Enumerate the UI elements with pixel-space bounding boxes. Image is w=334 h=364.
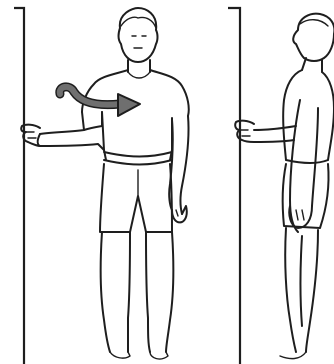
side-torso (283, 70, 334, 163)
door-frame-left (14, 8, 24, 364)
front-view-panel (14, 8, 189, 364)
front-shorts (100, 164, 172, 232)
door-frame-right (228, 8, 240, 364)
side-legs (280, 228, 318, 359)
rotation-arrow-icon (60, 87, 140, 116)
side-arm-hanging (289, 100, 318, 232)
front-arm-extended (21, 112, 104, 150)
side-head (293, 14, 334, 72)
side-view-panel (228, 8, 334, 364)
front-legs (101, 232, 174, 359)
front-head (119, 8, 158, 72)
side-arm-extended (235, 121, 296, 142)
